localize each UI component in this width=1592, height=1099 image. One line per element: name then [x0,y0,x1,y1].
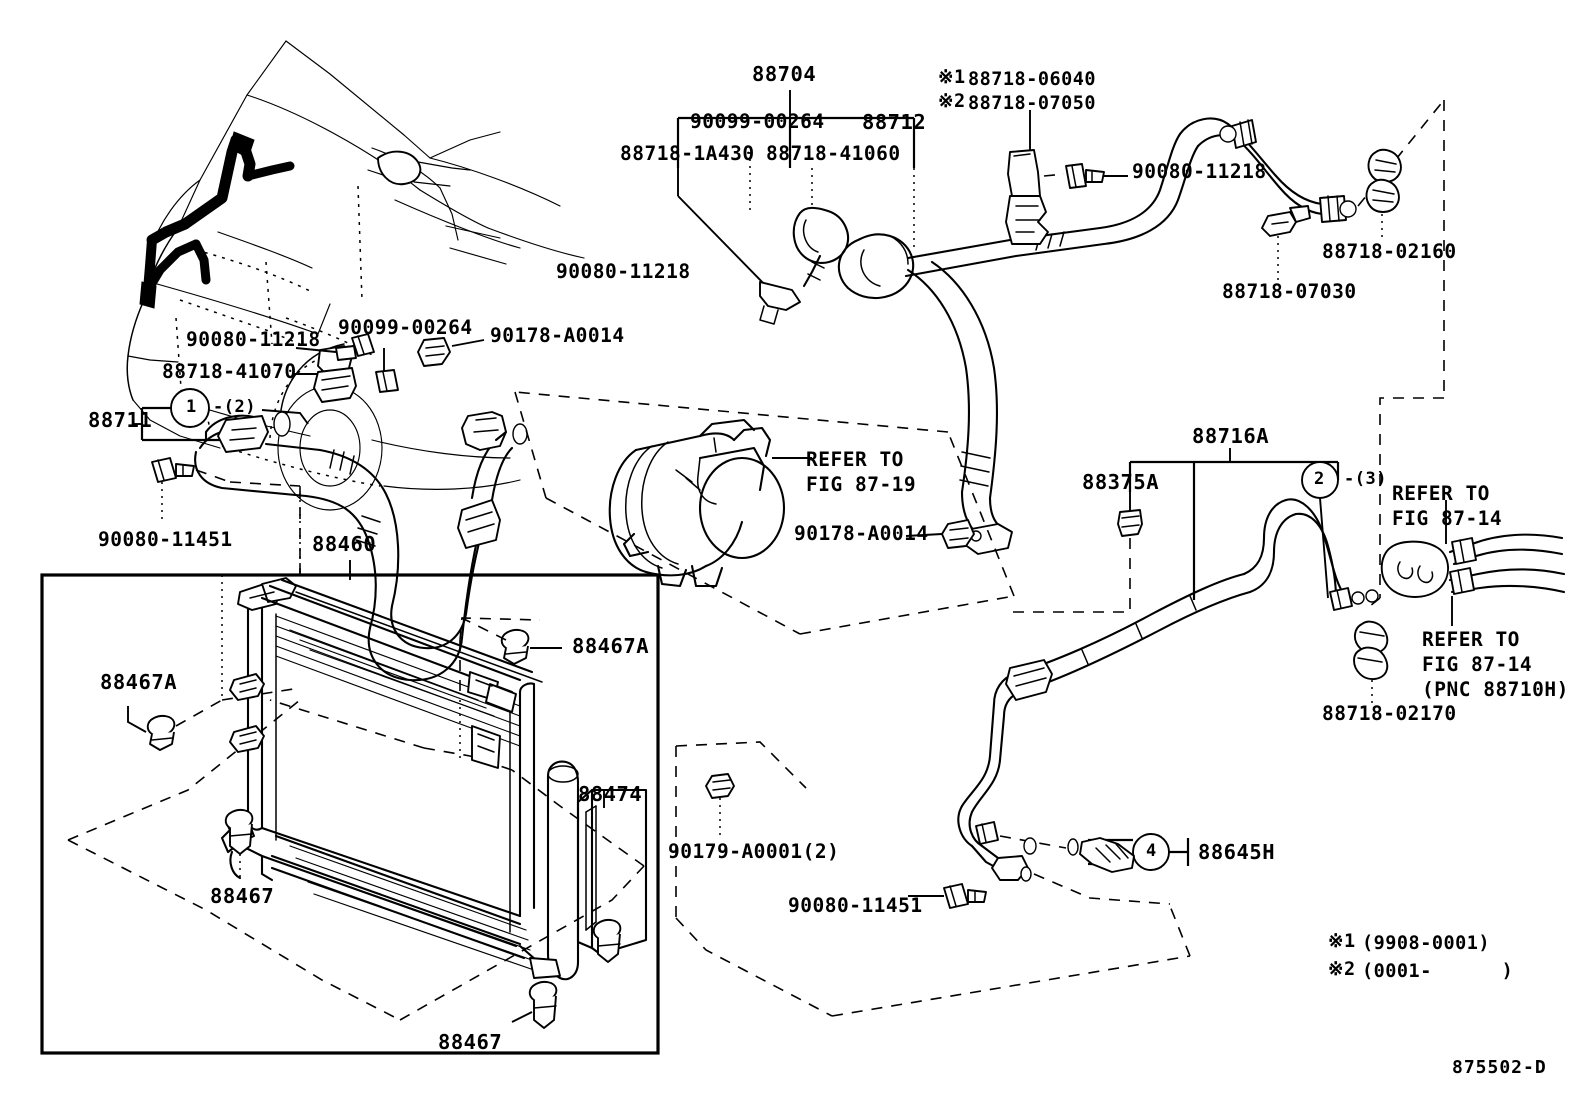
label-refer-fig-87-19: REFER TO FIG 87-19 [806,448,917,496]
note-part-1: 88718-06040 [968,69,1097,90]
footnote-1-mark: ※1 [1328,931,1356,952]
nut-90179-A0001-icon [705,773,735,836]
label-90080-11218-top: 90080-11218 [1132,160,1267,183]
label-90080-11218-left: 90080-11218 [186,328,321,351]
label-88716A-qty: -(3) [1344,469,1387,489]
grommet-88467A-left-icon [127,699,223,751]
label-90179-A0001: 90179-A0001(2) [668,840,840,863]
compressor-dashed-boundary [514,391,1015,635]
suction-region-dashed [229,481,301,576]
label-90080-11451-left: 90080-11451 [98,528,233,551]
clip-88718-02160-icon [1365,148,1402,240]
label-88718-07030: 88718-07030 [1222,280,1357,303]
label-90099-00264-left: 90099-00264 [338,316,473,339]
label-88474: 88474 [578,782,643,806]
grommet-88467A-right-icon [461,617,562,665]
label-refer-fig-87-14-upper: REFER TO FIG 87-14 [1392,482,1503,530]
condenser-art [127,577,648,1029]
bolt-90080-11218-top-icon [1043,163,1128,189]
label-88467A-left: 88467A [100,670,178,694]
clip-88718-06040-icon [1005,149,1049,245]
footnote-2-mark: ※2 [1328,959,1356,980]
drawing-number: 875502-D [1452,1057,1547,1078]
note-part-2: 88718-07050 [968,93,1097,114]
label-90178-A0014-mid: 90178-A0014 [794,522,929,545]
label-88645H: 88645H [1198,840,1276,864]
pressure-switch-88645H-art [1067,833,1190,873]
label-88716A: 88716A [1192,424,1270,448]
label-90099-00264-top: 90099-00264 [690,110,825,133]
footnote-1-text: (9908-0001) [1362,933,1491,954]
label-88718-02170: 88718-02170 [1322,702,1457,725]
label-88711: 88711 [88,408,153,432]
label-88460: 88460 [312,532,377,556]
liquid-pipe-88716A-art [908,448,1379,909]
callout-2-number: 2 [1314,469,1325,489]
refer-fig-8714-art [1380,500,1566,626]
grommet-88467-left-icon [224,808,254,880]
lower-right-dashed-boundary [675,741,1191,1017]
compressor-art [608,418,812,588]
label-refer-fig-87-14-lower: REFER TO FIG 87-14 (PNC 88710H) [1422,628,1569,701]
grommet-88467-bottom-icon [511,980,558,1029]
bracket-88704 [676,90,916,291]
suction-hose-art [134,333,528,682]
label-88718-41070: 88718-41070 [162,360,297,383]
label-88467-bottom: 88467 [438,1030,503,1054]
label-88375A: 88375A [1082,470,1160,494]
label-90080-11451-bottom: 90080-11451 [788,894,923,917]
discharge-hose-art [759,117,1357,555]
callout-4-number: 4 [1146,841,1157,861]
clip-88718-02170-icon [1353,620,1389,706]
label-90080-11218-upper-left: 90080-11218 [556,260,691,283]
note-mark-2: ※2 [938,91,966,112]
callout-1-number: 1 [186,397,197,417]
label-88704: 88704 [752,62,817,86]
label-88711-qty: -(2) [213,397,256,417]
label-88467-left: 88467 [210,884,275,908]
note-mark-1: ※1 [938,67,966,88]
label-88718-02160: 88718-02160 [1322,240,1457,263]
label-88712: 88712 [862,110,927,134]
grommet-88474-foot-icon [592,918,622,963]
footnote-2-text: (0001- ) [1362,961,1514,982]
clip-88718-07030-icon [1261,205,1311,282]
label-88718-1A430: 88718-1A430 [620,142,755,165]
nut-90178-A0014-mid-icon [905,519,975,549]
label-90178-A0014-left: 90178-A0014 [490,324,625,347]
label-88718-41060: 88718-41060 [766,142,901,165]
label-88467A-right: 88467A [572,634,650,658]
